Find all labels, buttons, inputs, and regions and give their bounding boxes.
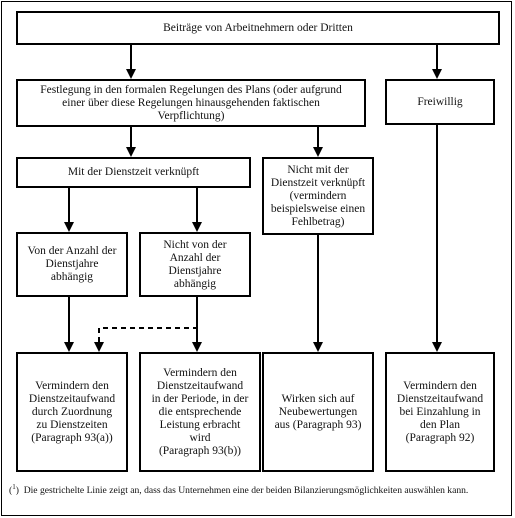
- footnote: (1) Die gestrichelte Linie zeigt an, das…: [9, 483, 469, 497]
- box-nicht-mit-dienstzeit: Nicht mit der Dienstzeit verknüpft (verm…: [262, 157, 374, 235]
- box-formale-regelungen: Festlegung in den formalen Regelungen de…: [16, 79, 366, 127]
- box-freiwillig: Freiwillig: [385, 79, 495, 125]
- box-einzahlung-plan-label: Vermindern den Dienstzeitaufwand bei Ein…: [396, 379, 484, 444]
- box-nicht-von-anzahl-dienstjahre-label: Nicht von der Anzahl der Dienstjahre abh…: [163, 238, 227, 290]
- box-von-anzahl-dienstjahre-label: Von der Anzahl der Dienstjahre abhängig: [27, 245, 117, 283]
- box-einzahlung-plan: Vermindern den Dienstzeitaufwand bei Ein…: [385, 352, 495, 472]
- footnote-marker: 1: [12, 483, 16, 491]
- box-neubewertungen-label: Wirken sich auf Neubewertungen aus (Para…: [274, 392, 362, 431]
- dashed-option-arrow: [94, 300, 198, 352]
- box-freiwillig-label: Freiwillig: [417, 95, 463, 108]
- box-neubewertungen: Wirken sich auf Neubewertungen aus (Para…: [262, 352, 374, 472]
- box-mit-dienstzeit: Mit der Dienstzeit verknüpft: [16, 157, 251, 188]
- box-nicht-von-anzahl-dienstjahre: Nicht von der Anzahl der Dienstjahre abh…: [139, 232, 251, 297]
- box-formale-regelungen-label: Festlegung in den formalen Regelungen de…: [40, 83, 342, 122]
- box-zuordnung-dienstzeiten: Vermindern den Dienstzeitaufwand durch Z…: [16, 352, 128, 472]
- box-von-anzahl-dienstjahre: Von der Anzahl der Dienstjahre abhängig: [16, 232, 128, 297]
- box-zuordnung-dienstzeiten-label: Vermindern den Dienstzeitaufwand durch Z…: [28, 379, 116, 444]
- footnote-text: Die gestrichelte Linie zeigt an, dass da…: [23, 485, 469, 497]
- box-beitraege: Beiträge von Arbeitnehmern oder Dritten: [16, 11, 500, 45]
- box-beitraege-label: Beiträge von Arbeitnehmern oder Dritten: [163, 21, 353, 34]
- box-mit-dienstzeit-label: Mit der Dienstzeit verknüpft: [67, 166, 200, 178]
- box-nicht-mit-dienstzeit-label: Nicht mit der Dienstzeit verknüpft (verm…: [270, 163, 366, 228]
- box-periode-leistung-label: Vermindern den Dienstzeitaufwand in der …: [151, 366, 249, 457]
- box-periode-leistung: Vermindern den Dienstzeitaufwand in der …: [139, 352, 261, 472]
